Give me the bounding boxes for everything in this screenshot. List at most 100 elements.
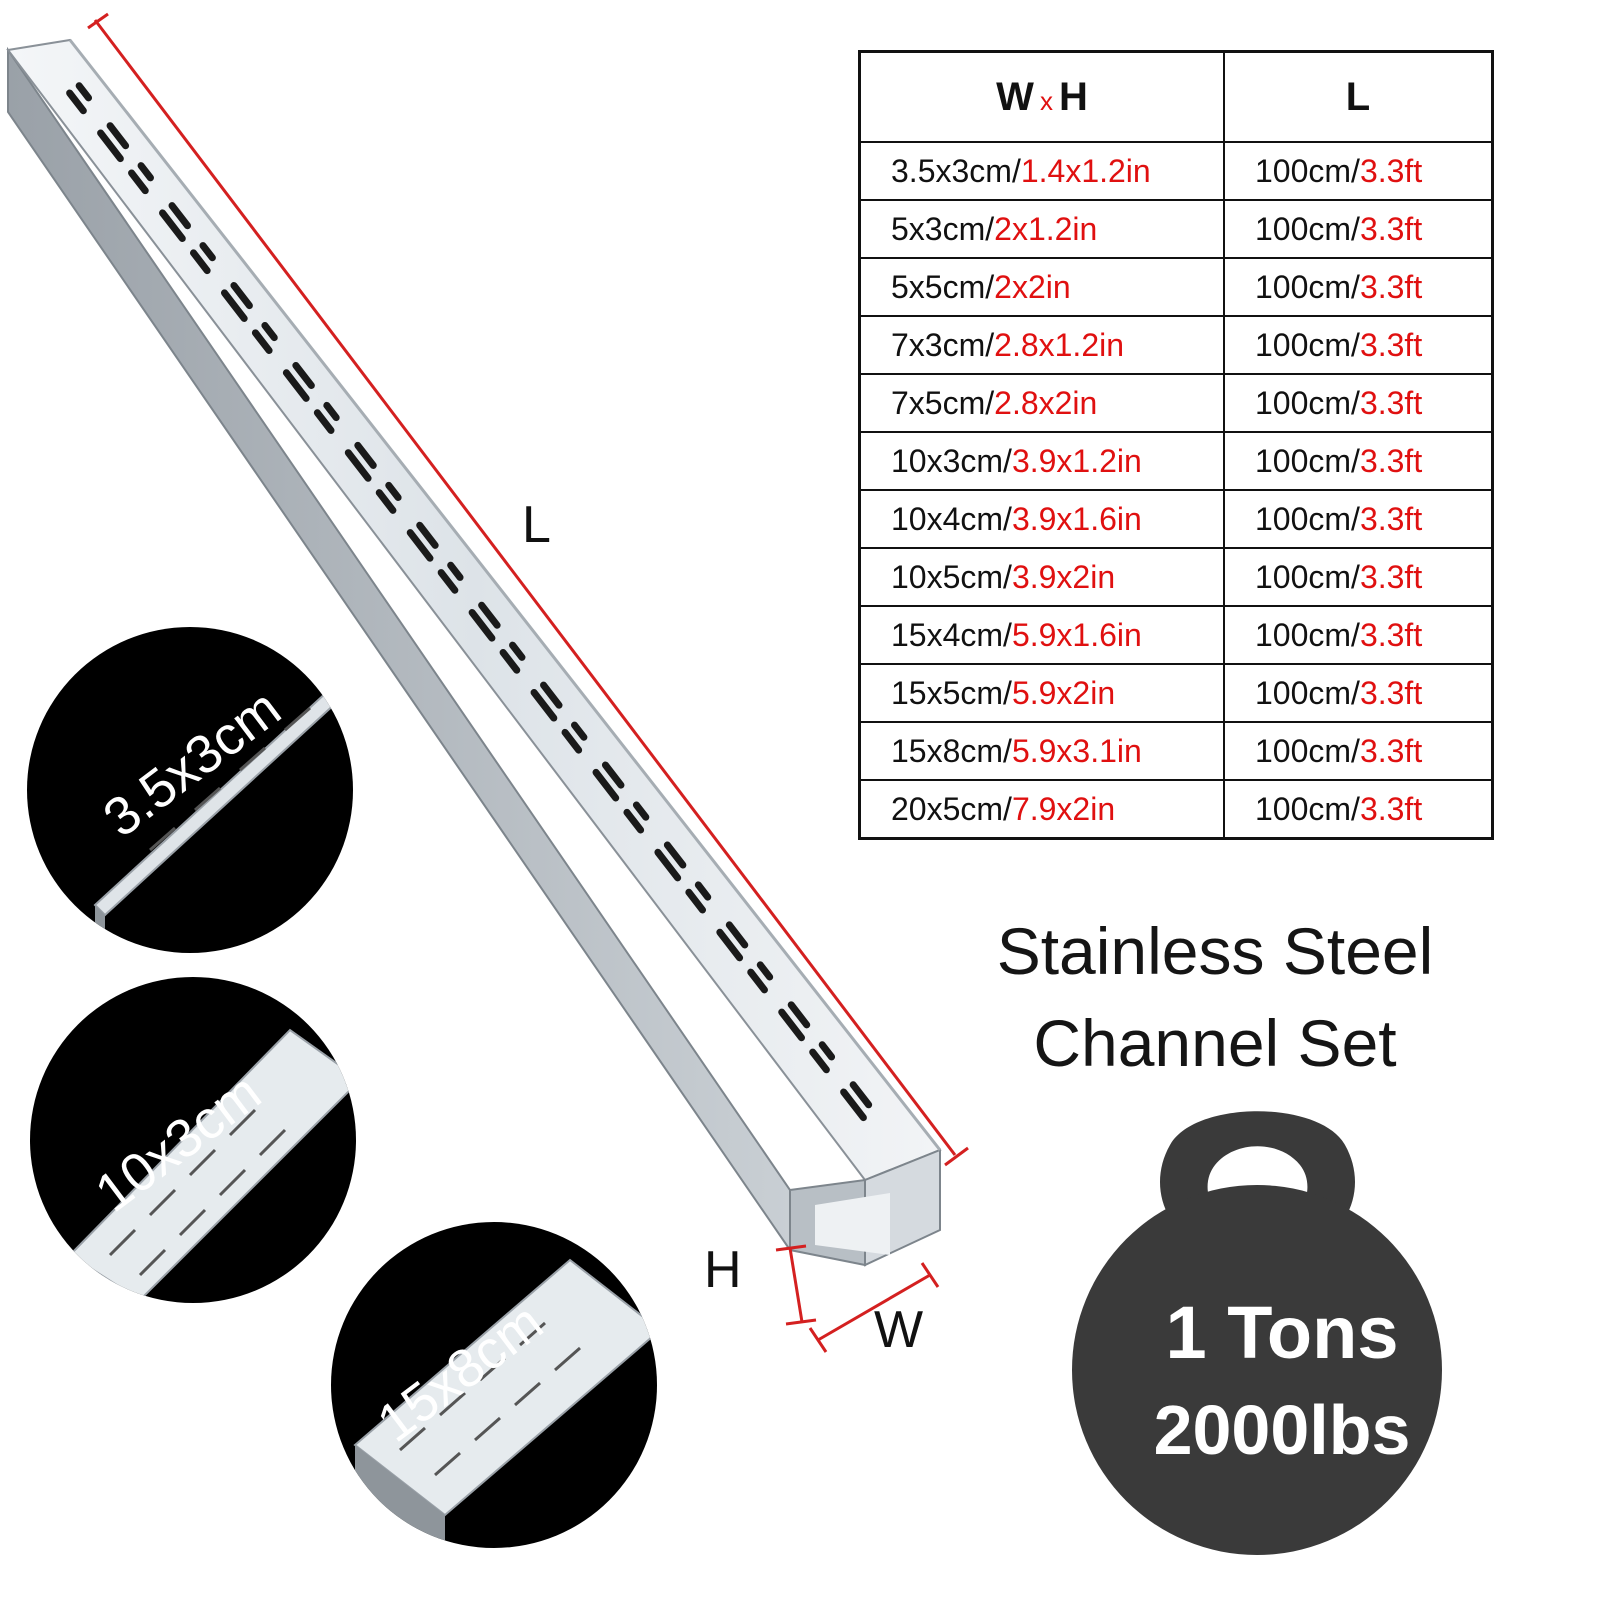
channel-slot (716, 928, 744, 962)
channel-slot (354, 441, 377, 469)
length-cm: 100cm/ (1255, 616, 1360, 653)
length-ft: 3.3ft (1359, 674, 1423, 711)
channel-slot (756, 961, 774, 981)
size-cell: 10x4cm/3.9x1.6in (858, 489, 1225, 549)
channel-slot (199, 242, 216, 262)
size-in: 7.9x2in (1011, 790, 1116, 827)
channel-slot (261, 322, 278, 342)
header-length: L (1223, 50, 1494, 143)
length-cm: 100cm/ (1255, 384, 1360, 421)
table-row: 3.5x3cm/1.4x1.2in 100cm/3.3ft (858, 141, 1494, 201)
channel-slot (375, 489, 397, 514)
channel-slot (623, 808, 645, 834)
channel-slot (725, 921, 749, 949)
channel-slot (406, 529, 434, 562)
channel-slot (282, 369, 310, 402)
channel-slot (571, 721, 588, 741)
length-cell: 100cm/3.3ft (1223, 257, 1494, 317)
channel-slot (561, 728, 583, 754)
table-row: 15x5cm/5.9x2in 100cm/3.3ft (858, 663, 1494, 723)
size-cm: 10x5cm/ (891, 558, 1012, 595)
length-cell: 100cm/3.3ft (1223, 489, 1494, 549)
size-cell: 15x5cm/5.9x2in (858, 663, 1225, 723)
length-cm: 100cm/ (1255, 152, 1360, 189)
channel-slot (313, 409, 335, 434)
channel-slot (787, 1001, 811, 1029)
size-in: 2.8x2in (994, 384, 1098, 421)
length-ft: 3.3ft (1359, 790, 1423, 827)
channel-slot (509, 641, 526, 661)
size-cm: 10x3cm/ (891, 442, 1012, 479)
length-cm: 100cm/ (1255, 500, 1360, 537)
size-in: 5.9x1.6in (1011, 616, 1142, 653)
channel-slot (128, 169, 149, 195)
channel-slot (437, 569, 459, 594)
length-cm: 100cm/ (1255, 558, 1360, 595)
height-dimension-line (775, 1244, 817, 1326)
length-cell: 100cm/3.3ft (1223, 199, 1494, 259)
size-cm: 5x5cm/ (891, 268, 995, 305)
title-line-2: Channel Set (1033, 1006, 1397, 1080)
size-cm: 15x5cm/ (891, 674, 1012, 711)
channel-slot (97, 129, 124, 163)
size-in: 3.9x1.2in (1011, 442, 1142, 479)
length-cm: 100cm/ (1255, 210, 1360, 247)
size-in: 5.9x3.1in (1011, 732, 1142, 769)
size-cell: 15x4cm/5.9x1.6in (858, 605, 1225, 665)
channel-slot (416, 521, 439, 549)
height-label: H (704, 1241, 742, 1299)
channel-slot (106, 122, 130, 150)
size-cm: 10x4cm/ (891, 500, 1012, 537)
length-cell: 100cm/3.3ft (1223, 315, 1494, 375)
length-ft: 3.3ft (1359, 558, 1423, 595)
channel-slots (66, 82, 873, 1122)
channel-slot (447, 561, 464, 581)
length-cell: 100cm/3.3ft (1223, 141, 1494, 201)
size-cell: 5x5cm/2x2in (858, 257, 1225, 317)
length-ft: 3.3ft (1359, 326, 1423, 363)
size-cm: 7x5cm/ (891, 384, 995, 421)
weight-tons: 1 Tons (1165, 1291, 1399, 1374)
channel-slot (344, 449, 372, 482)
length-ft: 3.3ft (1359, 152, 1423, 189)
length-cm: 100cm/ (1255, 732, 1360, 769)
channel-slot (468, 609, 496, 642)
channel-slot (137, 162, 154, 182)
length-cell: 100cm/3.3ft (1223, 779, 1494, 840)
size-in: 1.4x1.2in (1020, 152, 1151, 189)
length-ft: 3.3ft (1359, 268, 1423, 305)
channel-slot (323, 401, 340, 422)
channel-slot (809, 1048, 830, 1074)
width-dimension-line (808, 1262, 940, 1353)
size-cm: 3.5x3cm/ (891, 152, 1021, 189)
channel-slot (694, 881, 712, 901)
length-cm: 100cm/ (1255, 790, 1360, 827)
length-cm: 100cm/ (1255, 674, 1360, 711)
channel-slot (840, 1088, 867, 1122)
length-cm: 100cm/ (1255, 268, 1360, 305)
size-cell: 15x8cm/5.9x3.1in (858, 721, 1225, 781)
length-cell: 100cm/3.3ft (1223, 547, 1494, 607)
length-cell: 100cm/3.3ft (1223, 721, 1494, 781)
channel-slot (230, 282, 253, 310)
size-cm: 15x4cm/ (891, 616, 1012, 653)
length-ft: 3.3ft (1359, 732, 1423, 769)
title-line-1: Stainless Steel (996, 914, 1434, 988)
channel-slot (190, 249, 211, 275)
length-cell: 100cm/3.3ft (1223, 373, 1494, 433)
channel-slot (292, 361, 315, 390)
channel-slot (592, 768, 620, 802)
length-cm: 100cm/ (1255, 442, 1360, 479)
table-row: 10x3cm/3.9x1.2in 100cm/3.3ft (858, 431, 1494, 491)
length-ft: 3.3ft (1359, 442, 1423, 479)
length-ft: 3.3ft (1359, 210, 1423, 247)
channel-slot (601, 761, 625, 789)
